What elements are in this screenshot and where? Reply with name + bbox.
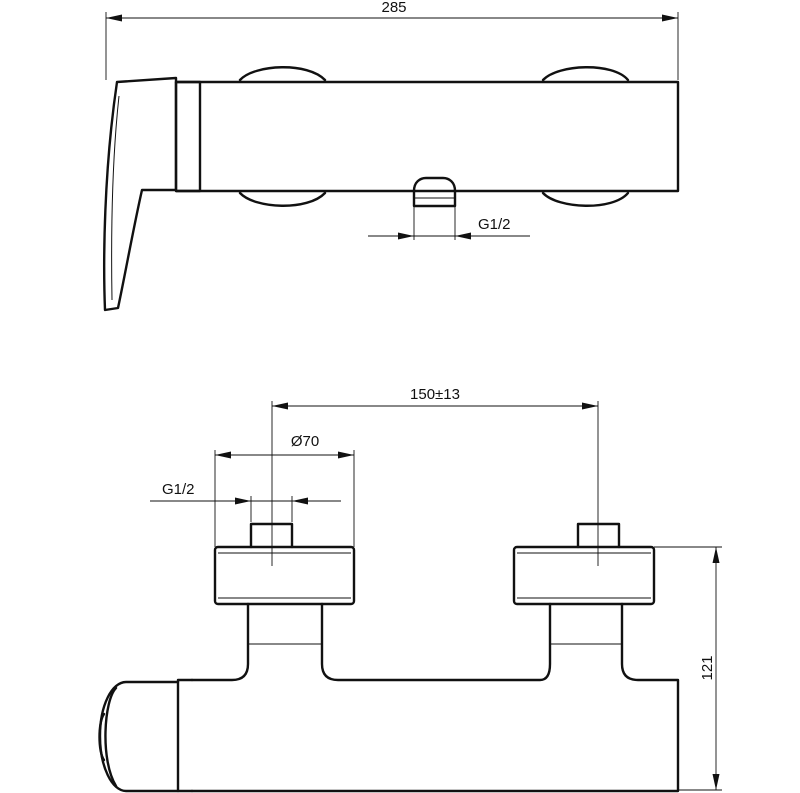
arrow-flange-left: [215, 451, 231, 459]
arrow-right: [662, 14, 678, 22]
flange-right: [512, 545, 656, 606]
front-view: 150±13 Ø70 G1/2: [98, 386, 722, 793]
inlet-nipple-right: [576, 522, 621, 549]
arrow-outlet-right: [455, 232, 471, 240]
mixer-body-side: [174, 80, 680, 193]
rosette-left-top: [238, 66, 327, 82]
rosette-right-top: [541, 66, 630, 82]
side-view: 285 G1/2: [103, 0, 680, 312]
flange-left: [213, 545, 356, 606]
outlet-nozzle: [412, 176, 457, 208]
lever-end-front: [176, 678, 194, 793]
arrow-flange-right: [338, 451, 354, 459]
inlet-nipple-left: [249, 522, 294, 549]
dim-outlet-thread: G1/2: [478, 216, 511, 233]
arrow-inlet-right: [292, 497, 308, 505]
lever-inner-edge: [111, 95, 120, 301]
lever-knob-inner: [104, 686, 118, 788]
arrow-left: [106, 14, 122, 22]
dim-overall-length: 285: [381, 0, 406, 16]
lever-handle: [103, 76, 178, 312]
arrow-spacing-right: [582, 402, 598, 410]
arrow-height-bottom: [712, 774, 720, 790]
dim-height: 121: [699, 655, 716, 680]
arrow-inlet-left: [235, 497, 251, 505]
dim-inlet-thread: G1/2: [162, 481, 195, 498]
dim-inlet-spacing: 150±13: [410, 386, 460, 403]
rosette-right-bottom: [541, 191, 630, 207]
rosette-left-bottom: [238, 191, 327, 207]
arrow-height-top: [712, 547, 720, 563]
mixer-body-front: [190, 602, 680, 793]
lever-collar: [174, 80, 202, 193]
lever-knob-tip: [98, 712, 106, 762]
arrow-spacing-left: [272, 402, 288, 410]
dim-flange-diameter: Ø70: [291, 433, 319, 450]
arrow-outlet-left: [398, 232, 414, 240]
